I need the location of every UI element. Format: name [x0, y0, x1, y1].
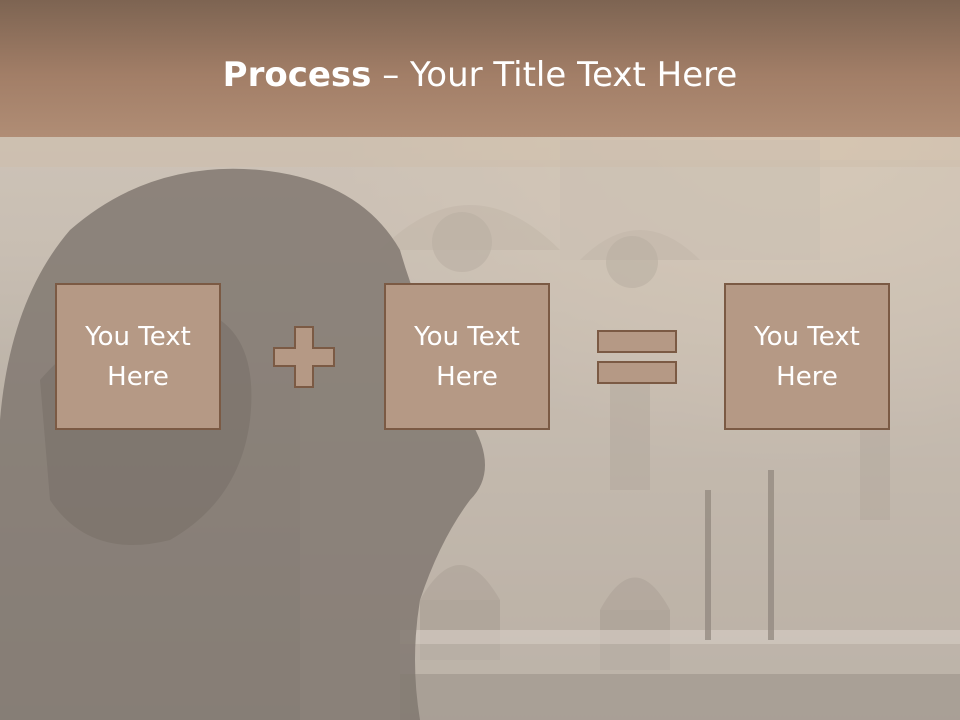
box-3-line-1: You Text	[754, 321, 860, 352]
title-band	[0, 137, 960, 167]
box-3-line-2: Here	[776, 361, 838, 392]
slide-title: Process – Your Title Text Here	[0, 52, 960, 98]
box-2-line-1: You Text	[414, 321, 520, 352]
box-1-line-2: Here	[107, 361, 169, 392]
title-separator: –	[371, 55, 411, 95]
equals-icon	[597, 330, 677, 384]
title-bold: Process	[222, 55, 372, 95]
title-bar	[0, 0, 960, 137]
plus-icon	[273, 326, 335, 388]
box-2-line-2: Here	[436, 361, 498, 392]
box-1-line-1: You Text	[85, 321, 191, 352]
title-rest: Your Title Text Here	[410, 55, 738, 95]
